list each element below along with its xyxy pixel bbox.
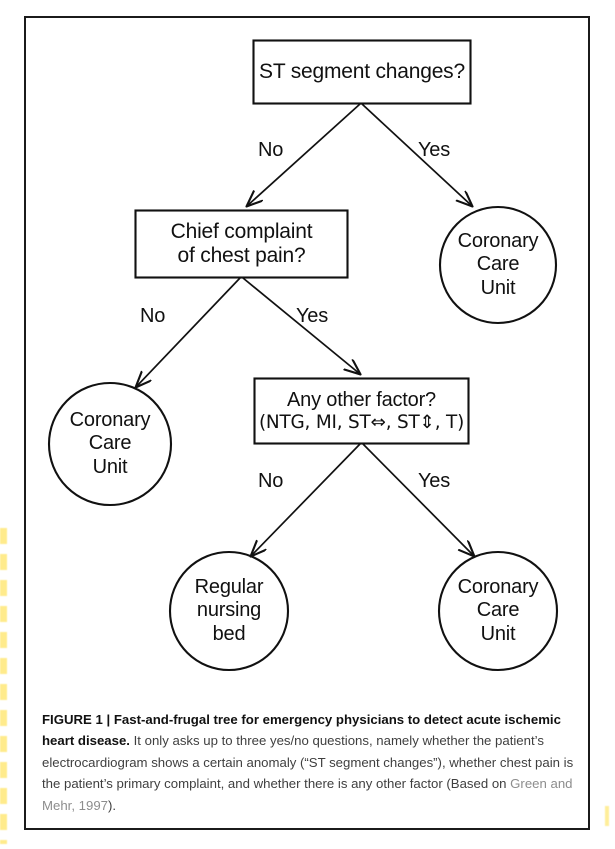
- node-label: Coronary: [457, 575, 539, 598]
- caption-separator: |: [106, 712, 111, 727]
- highlighter-bleed-left: [0, 528, 7, 844]
- highlighter-bleed-right: [605, 806, 609, 826]
- edge-label-level1-yes: Yes: [418, 139, 451, 161]
- node-label: Coronary: [457, 229, 539, 252]
- node-coronary-care-unit-top-right: Coronary Care Unit: [440, 207, 556, 323]
- edge-label-level2-yes: Yes: [296, 305, 329, 327]
- node-label: Coronary: [69, 408, 151, 431]
- figure-caption: FIGURE 1 | Fast-and-frugal tree for emer…: [42, 709, 574, 816]
- node-label: Care: [88, 432, 132, 455]
- node-regular-nursing-bed: Regular nursing bed: [170, 552, 288, 670]
- node-label-factor-symbols: (NTG, MI, ST⇔, ST⇕, T): [258, 411, 465, 433]
- node-label: Regular: [194, 575, 264, 598]
- edge-label-level1-no: No: [258, 139, 284, 161]
- node-coronary-care-unit-left: Coronary Care Unit: [49, 383, 171, 505]
- node-coronary-care-unit-bottom-right: Coronary Care Unit: [439, 552, 557, 670]
- node-label: bed: [212, 622, 246, 645]
- node-label: Unit: [480, 622, 516, 645]
- node-label: Unit: [92, 455, 128, 478]
- node-label: Chief complaint: [170, 219, 313, 243]
- node-label: nursing: [196, 599, 262, 622]
- node-label: Any other factor?: [287, 388, 436, 411]
- caption-title: Fast-and-frugal tree for emergency physi…: [42, 712, 561, 749]
- edge-label-level3-yes: Yes: [418, 470, 451, 492]
- node-st-segment-changes: ST segment changes?: [253, 40, 471, 104]
- caption-figure-label: FIGURE 1: [42, 712, 103, 727]
- node-label: of chest pain?: [177, 244, 306, 267]
- node-any-other-factor: Any other factor? (NTG, MI, ST⇔, ST⇕, T): [254, 378, 469, 444]
- node-label: Care: [476, 253, 520, 276]
- edge-label-level3-no: No: [258, 470, 284, 492]
- node-chief-complaint: Chief complaint of chest pain?: [135, 210, 348, 278]
- caption-body-part-1: It only asks up to three yes/no question…: [42, 733, 574, 792]
- caption-body-part-2: ).: [107, 797, 117, 813]
- node-label: Unit: [480, 276, 516, 299]
- caption-citation: Green and Mehr, 1997: [42, 776, 573, 813]
- node-label: Care: [476, 599, 520, 622]
- edge-label-level2-no: No: [140, 305, 166, 327]
- node-label: ST segment changes?: [259, 59, 465, 83]
